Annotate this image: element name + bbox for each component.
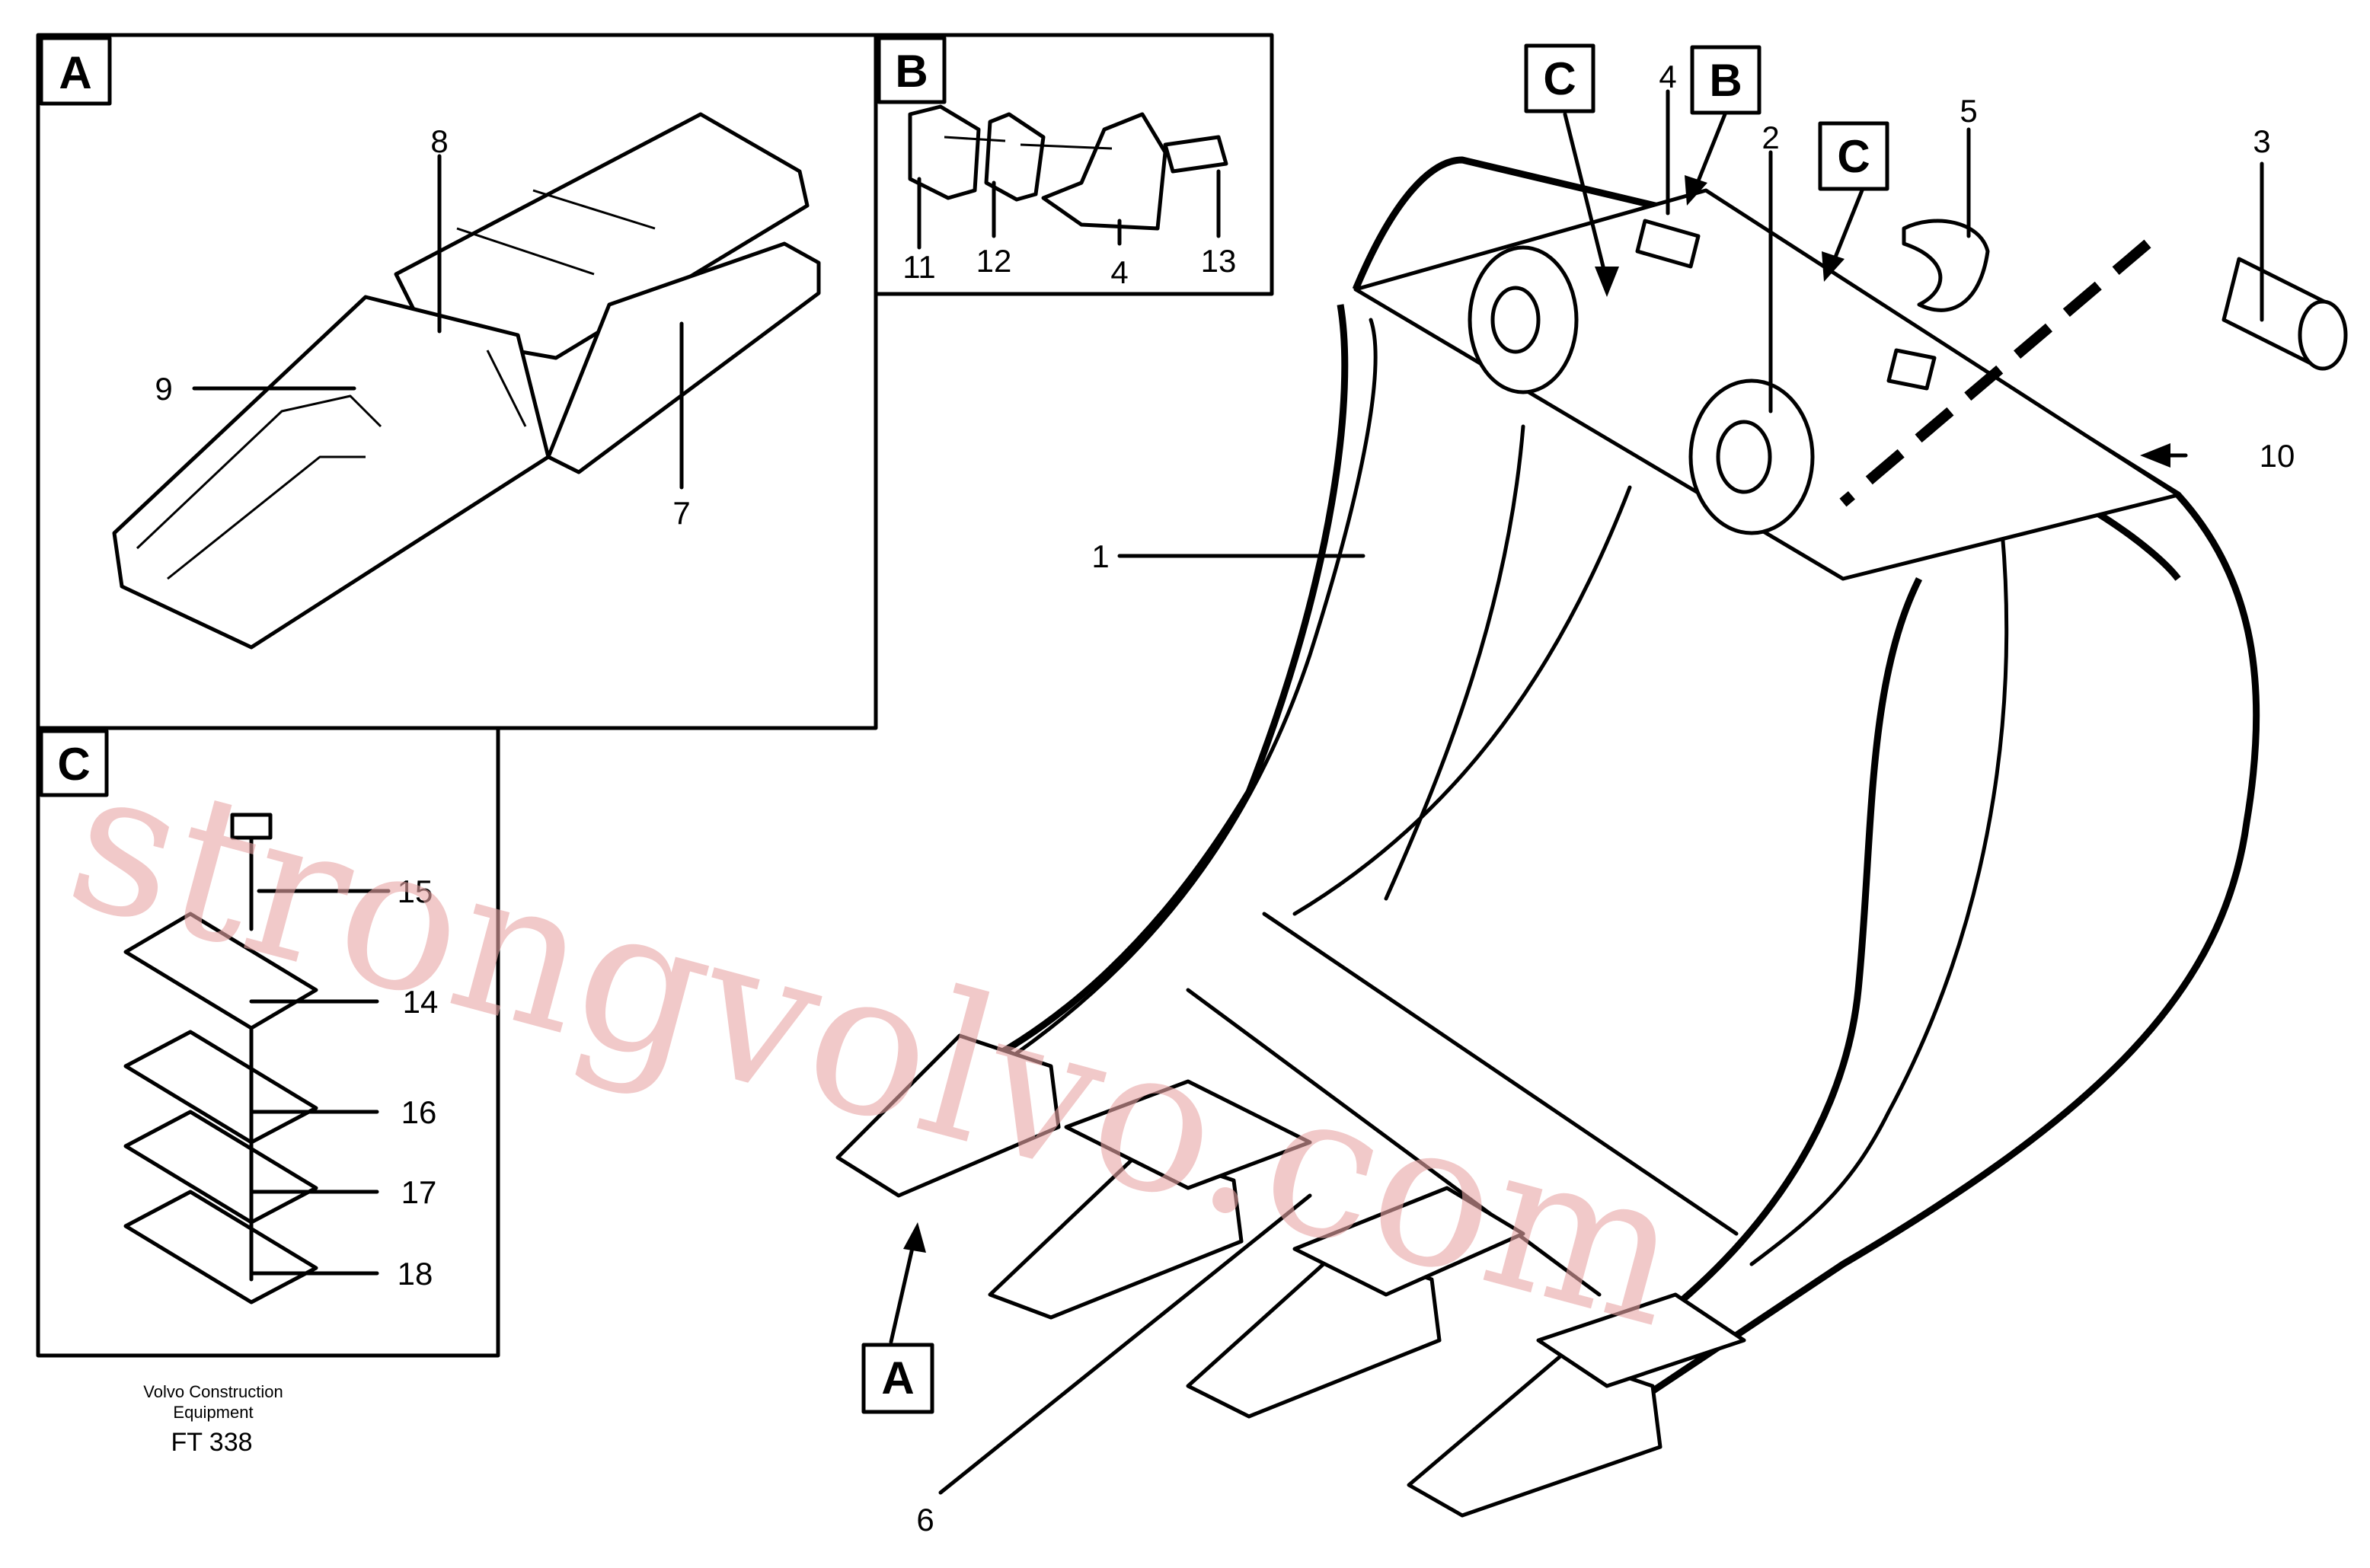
detail-a-label: A — [59, 47, 91, 98]
callout-18: 18 — [398, 1256, 433, 1292]
detail-a-panel: A 8 9 7 — [36, 33, 878, 730]
callout-8: 8 — [430, 123, 448, 159]
callout-14: 14 — [403, 984, 439, 1020]
footer-code: FT 338 — [171, 1428, 252, 1457]
callout-13: 13 — [1201, 243, 1237, 279]
pointer-c-right: C — [1837, 131, 1870, 182]
pointer-line-a — [889, 1239, 916, 1344]
bucket-lugs — [1468, 219, 1990, 535]
arrowhead-c-left — [1595, 267, 1619, 297]
callout-3: 3 — [2253, 123, 2270, 159]
arrowhead-c-right — [1822, 251, 1845, 282]
detail-b-label: B — [895, 46, 928, 97]
pointer-box-c-left — [1524, 43, 1595, 113]
pointer-line-c-left — [1563, 112, 1609, 284]
pointer-c-left: C — [1543, 53, 1576, 104]
arrowhead-a — [903, 1222, 926, 1253]
detail-c-panel: C 15 14 16 17 18 — [36, 726, 500, 1358]
pointer-a: A — [881, 1352, 914, 1404]
detail-c-label: C — [57, 739, 90, 790]
callout-17: 17 — [401, 1174, 437, 1210]
callout-16: 16 — [401, 1094, 437, 1130]
callout-1: 1 — [1091, 538, 1109, 574]
footer-line-2: Equipment — [173, 1403, 253, 1422]
pointer-box-c-right — [1818, 121, 1889, 191]
callout-11: 11 — [902, 249, 936, 285]
bucket-drawing — [835, 156, 2348, 1518]
callout-7: 7 — [672, 495, 690, 531]
tooth-adapter-drawing — [112, 112, 821, 650]
callout-9: 9 — [155, 371, 172, 407]
callout-4: 4 — [1659, 59, 1676, 94]
callout-10: 10 — [2260, 438, 2295, 474]
pointer-box-a — [861, 1343, 934, 1414]
callout-15: 15 — [398, 873, 433, 909]
detail-b-panel: B 11 12 4 13 — [874, 33, 1274, 296]
callout-12: 12 — [976, 243, 1012, 279]
callout-6: 6 — [916, 1502, 934, 1538]
callout-4-detail: 4 — [1110, 254, 1128, 290]
footer-line-1: Volvo Construction — [143, 1382, 283, 1401]
callout-5: 5 — [1960, 93, 1977, 129]
pin-axis-line — [1839, 239, 2151, 507]
callout-2: 2 — [1762, 120, 1779, 155]
bucket-pin — [2221, 257, 2348, 371]
pointer-b: B — [1709, 55, 1742, 106]
leader-6 — [938, 1193, 1312, 1495]
wear-pad-drawing — [908, 104, 1228, 231]
arrowhead-b — [1685, 175, 1707, 206]
pointer-line-b — [1692, 112, 1727, 193]
arrowhead-10 — [2140, 443, 2170, 468]
pointer-line-c-right — [1829, 188, 1864, 269]
teeth-row — [835, 1033, 1746, 1518]
